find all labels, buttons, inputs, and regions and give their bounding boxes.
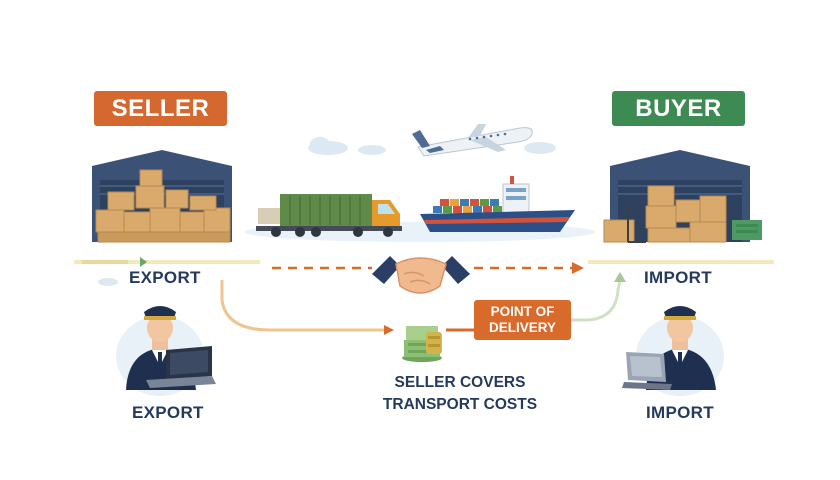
truck-icon: [256, 194, 402, 237]
point-of-delivery-label: POINT OF DELIVERY: [488, 304, 556, 335]
warehouse-icon: [92, 150, 232, 243]
officer-icon: [622, 306, 724, 396]
handshake-icon: [372, 256, 470, 294]
seller-badge: SELLER: [94, 91, 227, 126]
warehouse-icon: [603, 150, 762, 243]
import-label-bottom: IMPORT: [646, 403, 714, 422]
cloud-icon: [98, 137, 556, 286]
export-label-bottom: EXPORT: [132, 403, 204, 422]
point-of-delivery-box: POINT OF DELIVERY: [474, 300, 571, 340]
money-stack-icon: [402, 326, 442, 362]
export-label-top: EXPORT: [129, 268, 201, 287]
officer-icon: [116, 306, 216, 396]
cost-note-line2: TRANSPORT COSTS: [382, 396, 538, 413]
cost-note: SELLER COVERS TRANSPORT COSTS: [370, 372, 550, 416]
laptop-icon: [146, 346, 216, 388]
cost-note-line1: SELLER COVERS: [394, 374, 526, 391]
airplane-icon: [412, 124, 533, 157]
import-label-top: IMPORT: [644, 268, 712, 287]
ship-icon: [420, 176, 575, 232]
laptop-icon: [622, 352, 672, 390]
buyer-badge: BUYER: [612, 91, 745, 126]
